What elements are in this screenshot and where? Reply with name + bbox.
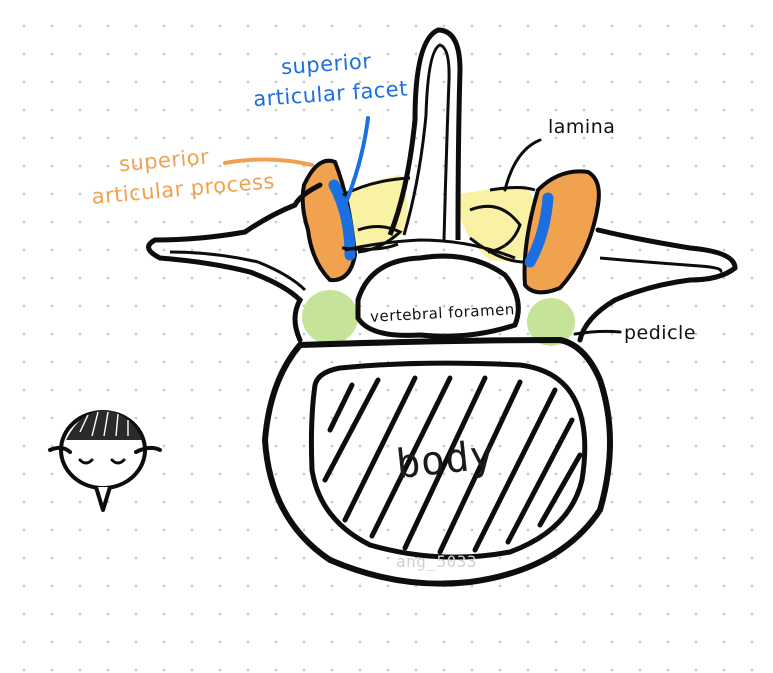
- process-leader-line: [223, 157, 314, 167]
- transverse-process-right-inner: [599, 256, 723, 274]
- transverse-process-right: [577, 227, 738, 343]
- pedicle-leader-line: [573, 329, 622, 336]
- pedicle-fill-right: [527, 298, 575, 346]
- spinous-process-inner: [402, 43, 451, 241]
- facet-label: superior articular facet: [252, 44, 409, 113]
- vertebral-body-inner: [308, 360, 588, 560]
- transverse-process-left-lower: [169, 250, 307, 292]
- vertebral-body-outer: [261, 336, 613, 587]
- vertebral-foramen: [355, 253, 521, 339]
- body-hatching: [322, 375, 583, 555]
- lamina-right-detail: [469, 186, 536, 264]
- neural-arch-outline: [146, 182, 323, 343]
- superior-articular-facet-right: [524, 192, 554, 268]
- facet-leader-line: [343, 116, 370, 207]
- pedicle-fill-left: [302, 290, 358, 344]
- superior-articular-process-right: [522, 169, 601, 295]
- doodle-character: [48, 410, 162, 512]
- lamina-label: lamina: [548, 116, 616, 138]
- watermark: ang_5033: [396, 552, 478, 571]
- pedicle-label: pedicle: [624, 322, 697, 344]
- lamina-leader-line: [503, 138, 542, 192]
- inner-arch-line: [344, 238, 516, 260]
- spinous-process: [387, 27, 463, 241]
